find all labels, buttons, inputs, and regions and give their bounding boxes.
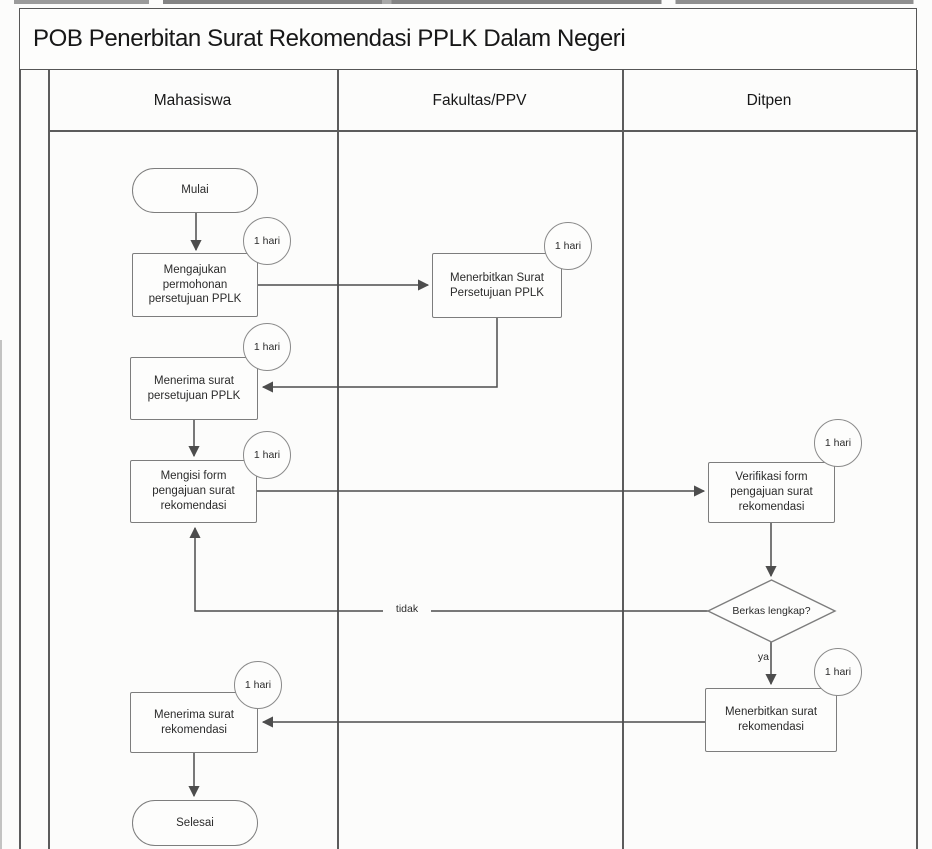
lane-header-fakultas: Fakultas/PPV: [337, 70, 622, 131]
edge-terbit-persetujuan-to-terima-persetujuan: [261, 318, 498, 393]
duration-badge-ajukan: 1 hari: [243, 217, 291, 265]
table-border-left: [19, 70, 21, 849]
process-terbit-persetujuan: Menerbitkan Surat Persetujuan PPLK: [432, 253, 562, 318]
scan-artifact-top: [0, 0, 932, 4]
left-rail-divider: [48, 70, 50, 849]
table-border-right: [916, 70, 918, 849]
process-terima-persetujuan: Menerima surat persetujuan PPLK: [130, 357, 258, 420]
branch-label-tidak: tidak: [383, 603, 431, 615]
duration-badge-terima-rekom: 1 hari: [234, 661, 282, 709]
lane-header-ditpen: Ditpen: [622, 70, 916, 131]
process-terbit-rekomendasi: Menerbitkan surat rekomendasi: [705, 688, 837, 752]
process-isi-form: Mengisi form pengajuan surat rekomendasi: [130, 460, 257, 523]
lane-header-label: Fakultas/PPV: [432, 91, 527, 109]
decision-label: Berkas lengkap?: [732, 605, 811, 617]
scan-artifact-left: [0, 340, 2, 849]
lane-header-divider: [48, 130, 917, 132]
process-verifikasi-form: Verifikasi form pengajuan surat rekomend…: [708, 462, 835, 523]
page-title: POB Penerbitan Surat Rekomendasi PPLK Da…: [19, 8, 917, 70]
start-node: Mulai: [132, 168, 258, 213]
process-ajukan-permohonan: Mengajukan permohonan persetujuan PPLK: [132, 253, 258, 317]
duration-badge-terbit-persetujuan: 1 hari: [544, 222, 592, 270]
duration-badge-terbit-rekom: 1 hari: [814, 648, 862, 696]
end-node: Selesai: [132, 800, 258, 846]
lane-divider-mahasiswa-fakultas: [337, 70, 339, 849]
lane-header-label: Mahasiswa: [153, 91, 232, 109]
duration-badge-isi-form: 1 hari: [243, 431, 291, 479]
duration-badge-terima-persetujuan: 1 hari: [243, 323, 291, 371]
duration-badge-verifikasi: 1 hari: [814, 419, 862, 467]
lane-header-label: Ditpen: [746, 91, 792, 109]
lane-divider-fakultas-ditpen: [622, 70, 624, 849]
lane-header-mahasiswa: Mahasiswa: [48, 70, 337, 131]
edge-decision-tidak-to-isi-form: [189, 526, 708, 612]
process-terima-rekomendasi: Menerima surat rekomendasi: [130, 692, 258, 753]
branch-label-ya: ya: [757, 651, 769, 663]
